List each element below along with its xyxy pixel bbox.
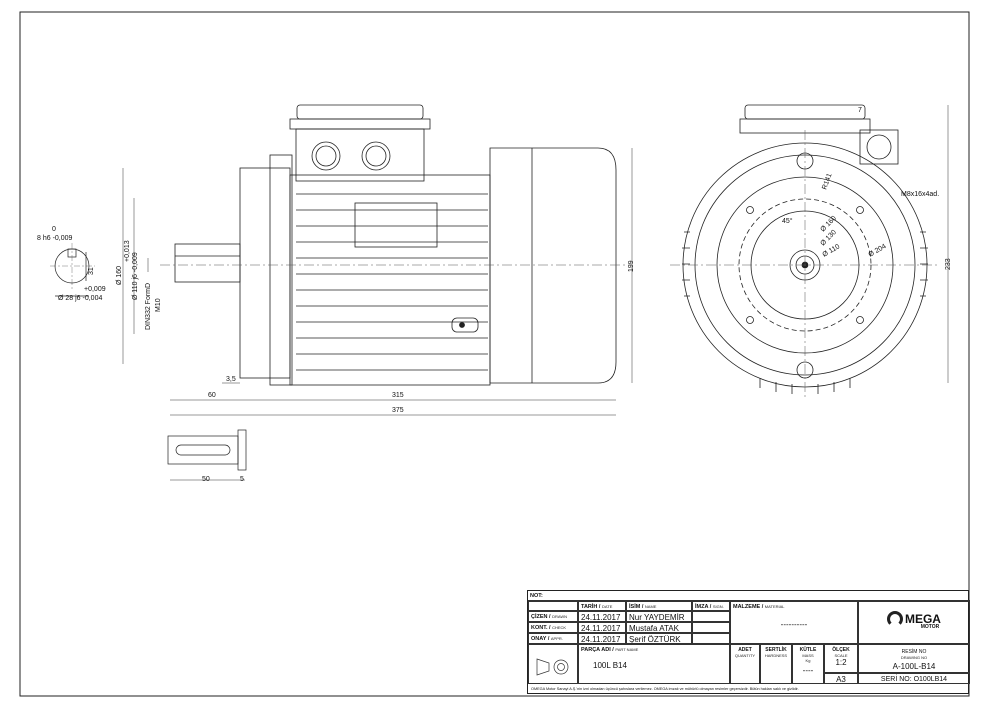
dim-5: 5 [240,476,244,483]
omega-logo-icon [887,611,904,627]
dim-shaft-tol-top: 0 [52,226,56,233]
date-header: TARİH / DATE [578,601,626,611]
hardness-label: SERTLİK [765,647,787,653]
drawn-name: Nur YAYDEMİR [626,611,692,622]
sheet-border [19,11,970,697]
check-name: Mustafa ATAK [626,622,692,633]
drawn-sign [692,611,730,622]
drawing-no-label: RESİM NO [901,649,927,655]
dim-60: 60 [208,392,216,399]
logo-text: MEGA [904,612,941,626]
drawing-no-value: A-100L-B14 [892,662,936,671]
dim-din: DIN332 FormD [145,283,152,330]
serial-no: SERİ NO: O100LB14 [858,673,970,684]
hardness-cell: SERTLİK HARDNESS [760,644,792,684]
name-header-tr: İSİM [629,604,641,610]
dim-375: 375 [392,407,404,414]
dim-flange-160: Ø 160 [116,266,123,285]
check-date: 24.11.2017 [578,622,626,633]
dim-shaft-fit: 8 h6 -0,009 [37,235,73,242]
part-name-label: PARÇA ADI / PART NAME [581,647,639,653]
check-label: KONT. / CHECK [528,622,578,633]
scale-label: ÖLÇEK [832,647,850,653]
dim-flange-110: Ø 110 j6 -0,009 [132,252,139,300]
title-block: NOT: TARİH / DATE İSİM / NAME İMZA / SIG… [527,590,970,694]
quantity-label-en: QUANTITY [734,653,756,658]
blank-header-cell [528,601,578,611]
dim-thread: M10 [155,298,162,312]
material-label: MALZEME / MATERIAL [733,604,785,610]
sign-header-en: SIGN. [712,604,724,609]
date-header-tr: TARİH [581,604,598,610]
sign-header-tr: İMZA [695,604,709,610]
side-dimensions [122,148,633,481]
dim-front-160: Ø 160 [819,215,838,234]
footer-notice: OMEGA Motor Sanayi A.Ş.'nin izni olmadan… [531,687,799,691]
shaft-detail-view [167,429,247,471]
company-logo: MEGA MOTOR [858,601,970,644]
dim-199: 199 [628,260,635,272]
sign-header: İMZA / SIGN. [692,601,730,611]
mass-cell: KÜTLE MASS Kg ---- [792,644,824,684]
dim-front-204: Ø 204 [868,243,888,259]
approve-sign [692,633,730,644]
dim-45: 45° [782,217,793,225]
scale-cell: ÖLÇEK SCALE 1:2 [824,644,858,673]
note-label: NOT: [528,591,970,601]
name-header: İSİM / NAME [626,601,692,611]
dim-7: 7 [858,107,862,114]
dim-shaft-diam: Ø 28 j6 -0,004 [58,295,102,302]
part-name-cell: PARÇA ADI / PART NAME 100L B14 [578,644,730,684]
date-header-en: DATE [602,604,613,609]
projection-symbol-icon [536,658,569,676]
drawn-date: 24.11.2017 [578,611,626,622]
check-label-tr: KONT. [531,625,548,631]
dim-shaft-tol-a: +0,009 [84,286,106,293]
part-symbol-cell [528,644,578,684]
part-name-value: 100L B14 [593,661,627,670]
dim-315: 315 [392,392,404,399]
approve-label-en: APPR. [550,636,563,641]
material-cell: MALZEME / MATERIAL ---------- [730,601,858,644]
material-label-tr: MALZEME [733,604,761,610]
scale-label-en: SCALE [834,653,848,658]
drawn-label-en: DRAWN [552,614,568,619]
drawing-no-cell: RESİM NO DRAWING NO A-100L-B14 [858,644,970,673]
approve-date: 24.11.2017 [578,633,626,644]
dim-50: 50 [202,476,210,483]
part-name-label-en: PART NAME [615,647,639,652]
paper-size: A3 [824,673,858,684]
side-view [174,104,617,386]
material-label-en: MATERIAL [764,604,785,609]
mass-value: ---- [802,666,814,675]
dim-flange-tol: +0,013 [124,240,131,262]
check-sign [692,622,730,633]
quantity-cell: ADET QUANTITY [730,644,760,684]
approve-label: ONAY / APPR. [528,633,578,644]
hardness-label-en: HARDNESS [764,653,788,658]
name-header-en: NAME [644,604,657,609]
drawn-label: ÇİZEN / DRAWN [528,611,578,622]
mass-unit: Kg [805,658,811,663]
drawn-label-tr: ÇİZEN [531,614,548,620]
material-value: ---------- [780,620,808,629]
approve-name: Şerif ÖZTÜRK [626,633,692,644]
mass-label-en: MASS [802,653,814,658]
drawing-no-label-en: DRAWING NO [900,655,928,660]
approve-label-tr: ONAY [531,636,547,642]
shaft-end-view [50,243,95,297]
dim-shaft-key: 31 [88,267,95,275]
quantity-label: ADET [738,647,752,653]
part-name-label-tr: PARÇA ADI [581,647,611,653]
dim-3-5: 3,5 [226,376,236,383]
check-label-en: CHECK [552,625,567,630]
dim-233: 233 [945,258,952,270]
scale-value: 1:2 [835,658,847,667]
dim-m8: M8x16x4ad. [901,191,939,198]
logo-sub: MOTOR [920,624,940,630]
mass-label: KÜTLE [799,647,817,653]
